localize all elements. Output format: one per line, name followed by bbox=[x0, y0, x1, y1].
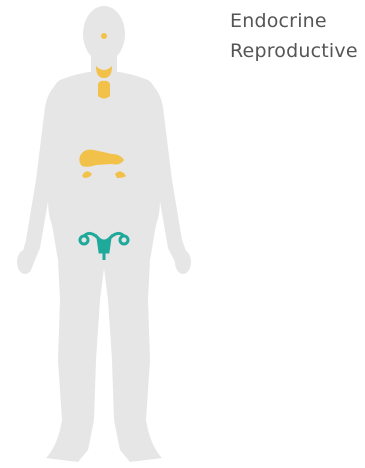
left-hand bbox=[17, 250, 33, 274]
pineal-gland bbox=[101, 33, 107, 39]
legend: Endocrine Reproductive bbox=[230, 6, 358, 66]
uterus bbox=[98, 238, 110, 252]
thymus bbox=[98, 81, 110, 99]
legend-reproductive: Reproductive bbox=[230, 36, 358, 66]
torso-and-legs bbox=[46, 70, 162, 462]
right-hand bbox=[175, 250, 191, 274]
legend-endocrine: Endocrine bbox=[230, 6, 358, 36]
